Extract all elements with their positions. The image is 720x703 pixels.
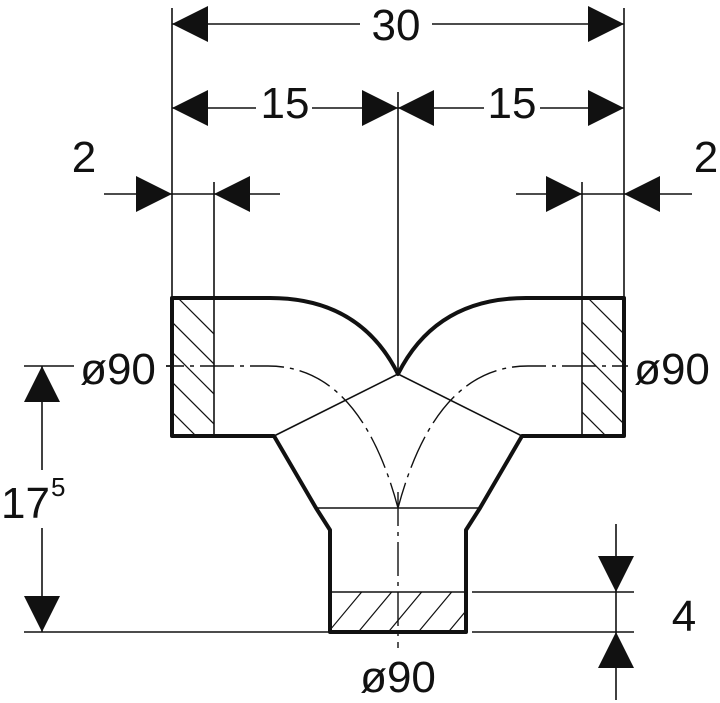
arrowhead — [362, 90, 398, 126]
dimension-label-30: 30 — [372, 1, 421, 50]
dimension-wall-left: 2 — [72, 133, 280, 212]
arrowhead — [598, 632, 634, 668]
arrowhead — [598, 556, 634, 592]
arrowhead — [24, 596, 60, 632]
dimension-height: 17 5 — [1, 366, 65, 632]
arrowhead — [398, 90, 434, 126]
dimension-spigot-depth: 4 — [598, 524, 696, 700]
dimension-label-15-right: 15 — [488, 79, 537, 128]
arrowhead — [588, 6, 624, 42]
diameter-label-right: ø90 — [634, 345, 710, 394]
arrowhead — [588, 90, 624, 126]
dimension-wall-right: 2 — [516, 133, 718, 212]
arrowhead — [172, 6, 208, 42]
dimension-half-widths: 15 15 — [172, 79, 624, 128]
fitting-outline — [170, 296, 626, 634]
dimension-label-4: 4 — [672, 592, 696, 641]
dimension-label-height-sup: 5 — [51, 472, 65, 502]
hatching-left-wall — [172, 298, 214, 436]
arrowhead — [24, 366, 60, 402]
arrowhead — [172, 90, 208, 126]
diameter-label-bottom: ø90 — [360, 653, 436, 702]
hatching-right-wall — [582, 298, 624, 436]
diameter-label-left: ø90 — [80, 345, 156, 394]
arrowhead — [624, 176, 660, 212]
dimension-label-15-left: 15 — [261, 79, 310, 128]
arrowhead — [214, 176, 250, 212]
centerlines — [150, 365, 646, 648]
label-bg-left — [74, 344, 166, 388]
dimension-label-2-right: 2 — [694, 133, 718, 182]
arrowhead — [546, 176, 582, 212]
dimension-label-height: 17 — [1, 479, 50, 528]
arrowhead — [136, 176, 172, 212]
dimension-label-2-left: 2 — [72, 133, 96, 182]
dimension-total-width: 30 — [172, 1, 624, 50]
label-bg-right — [628, 344, 718, 388]
